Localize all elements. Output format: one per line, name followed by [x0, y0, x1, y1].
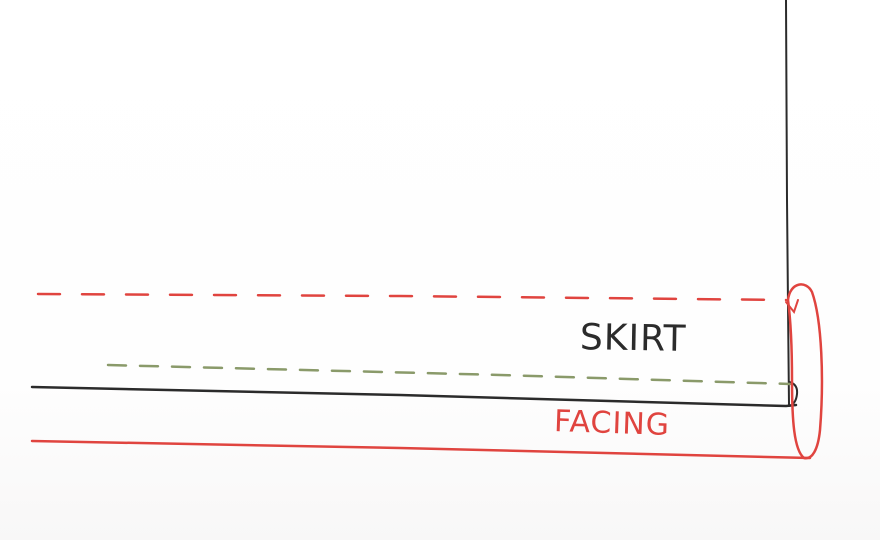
skirt-hem-edge [30, 385, 798, 408]
skirt-label: SKIRT [579, 317, 687, 360]
facing-fold [786, 283, 824, 460]
facing-label: FACING [553, 403, 671, 444]
skirt-stitch-line [106, 363, 792, 386]
facing-stitch-line [36, 292, 788, 302]
facing-hem-edge [30, 439, 812, 460]
skirt-side-edge [785, 0, 790, 406]
facing-fold-top [785, 299, 799, 315]
